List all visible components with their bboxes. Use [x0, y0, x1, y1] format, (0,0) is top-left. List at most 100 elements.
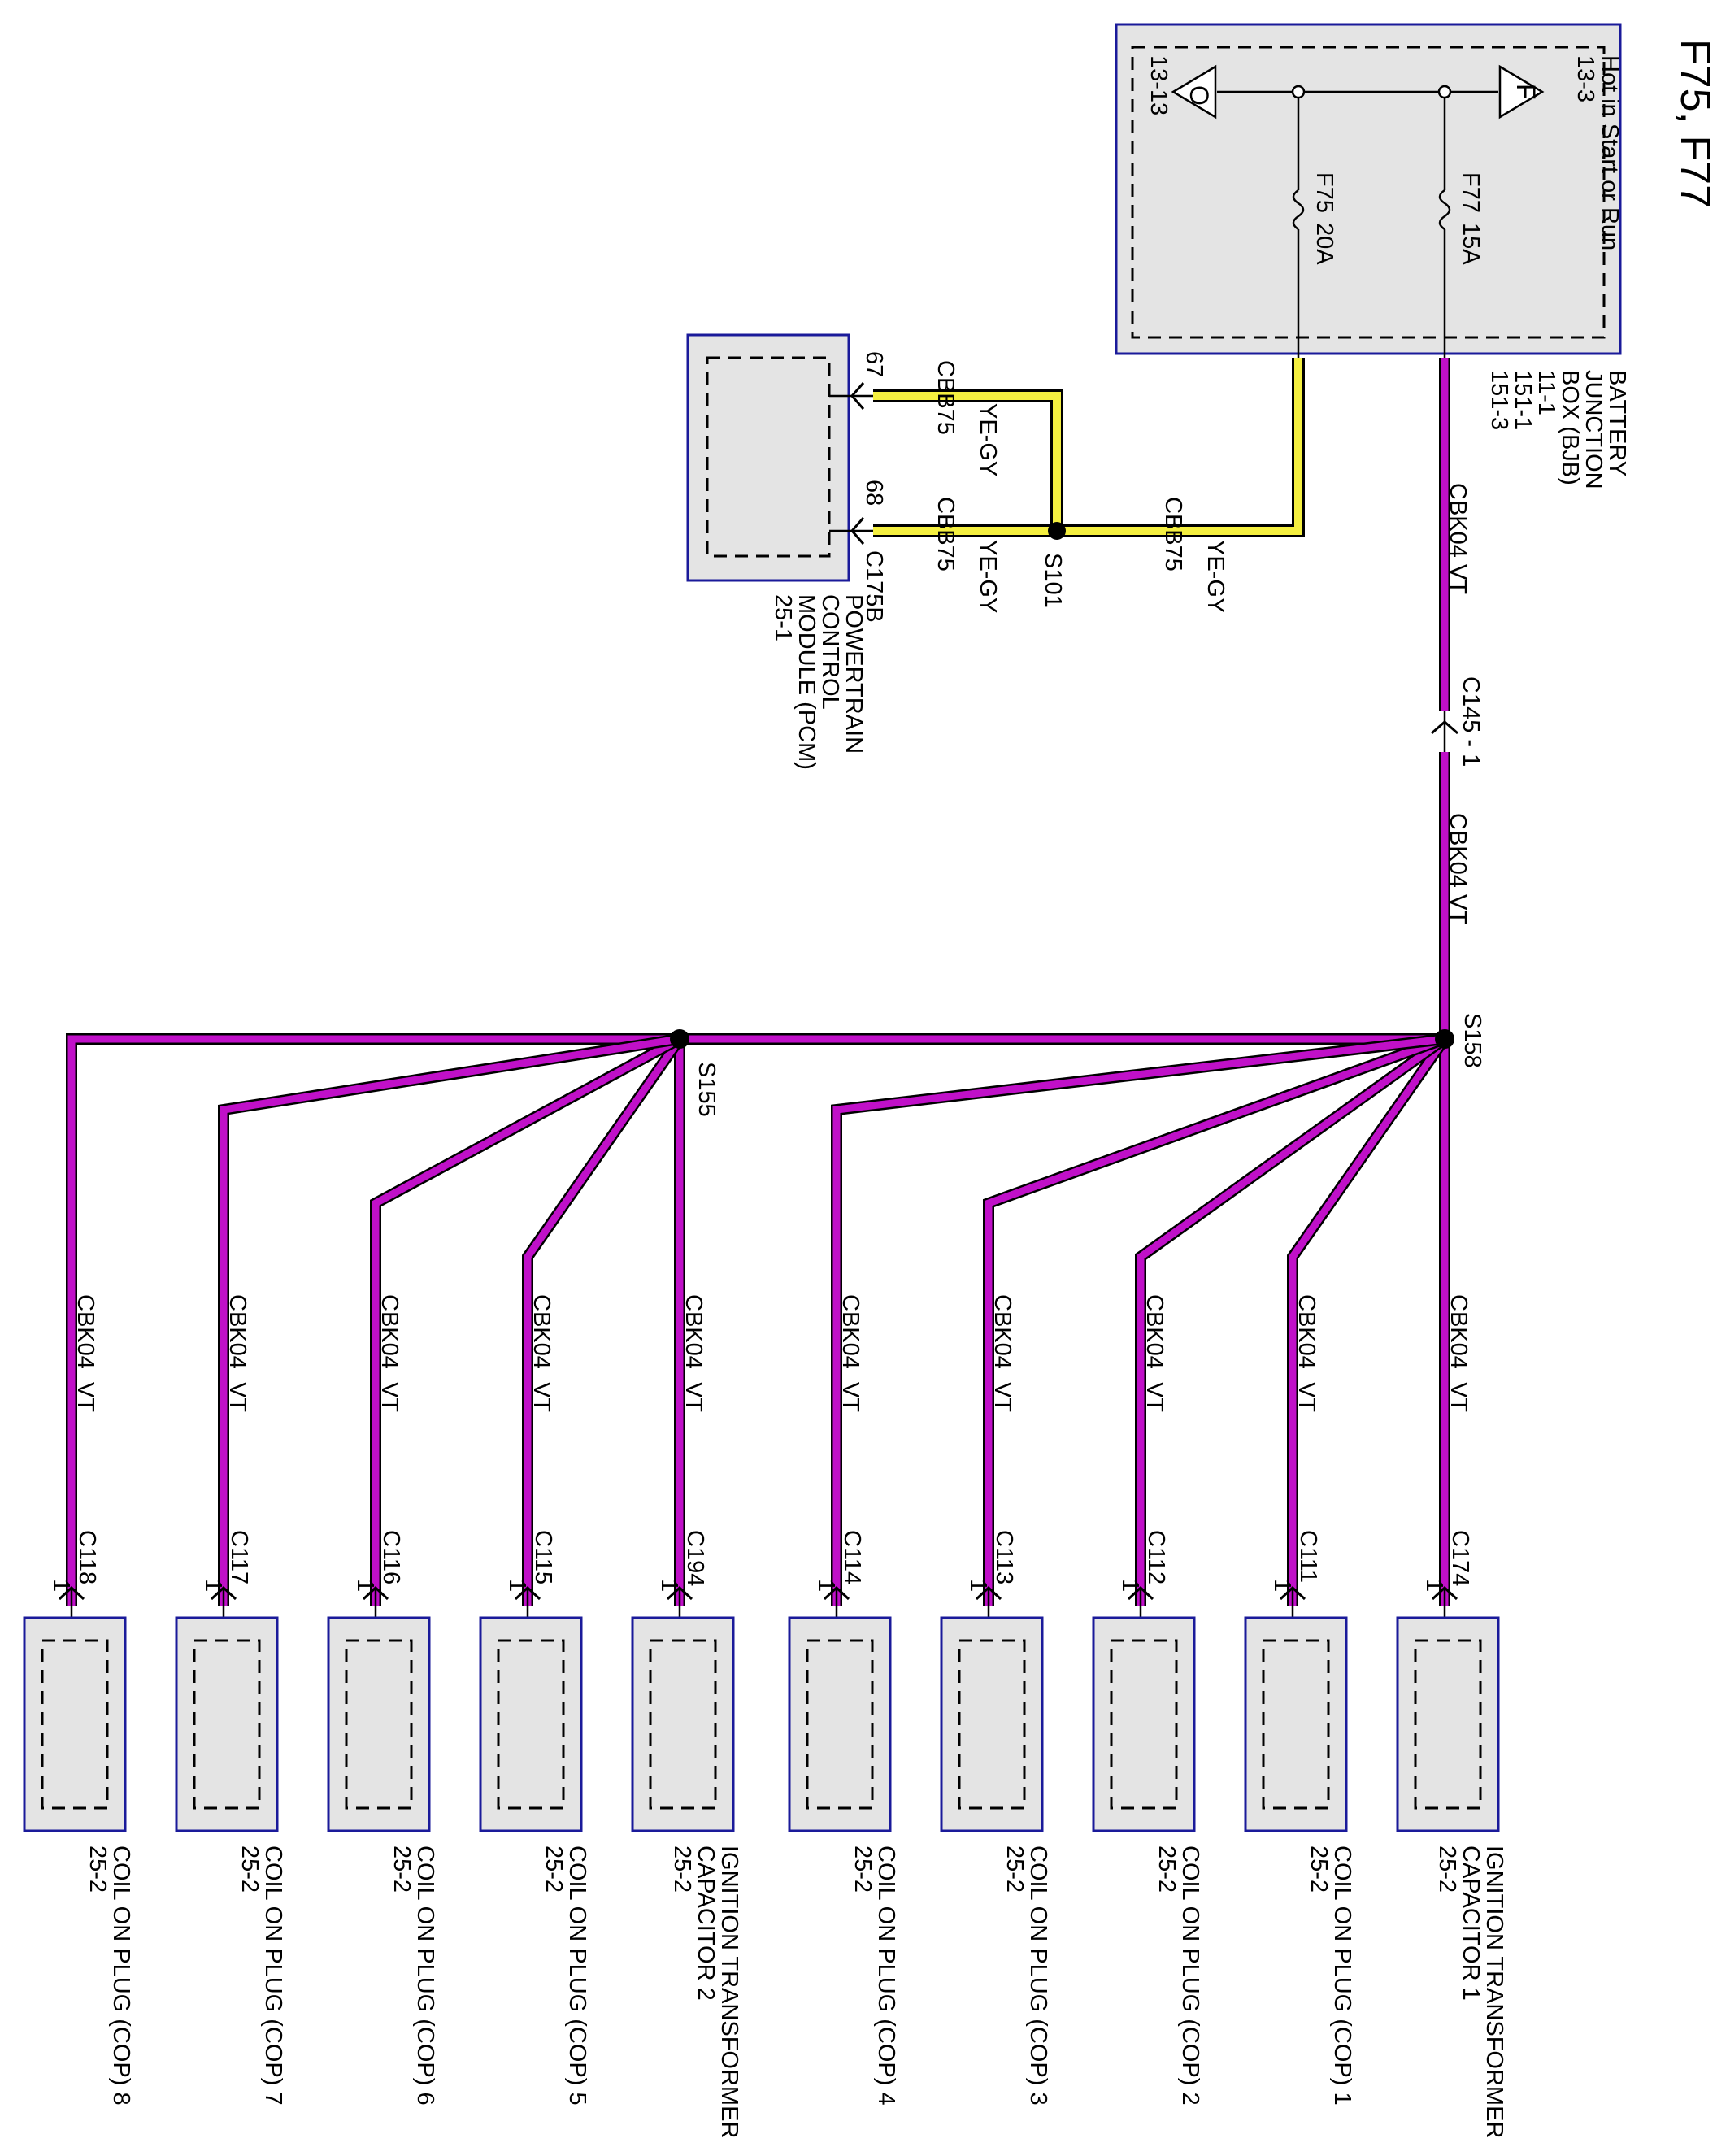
svg-text:151-3: 151-3 [1486, 370, 1512, 430]
load-pin-C174: 1 [1421, 1579, 1447, 1592]
connector-arrow-icon [1127, 1585, 1154, 1601]
load-pin-C118: 1 [48, 1579, 74, 1592]
svg-text:VT: VT [376, 1382, 402, 1412]
load-pin-C111: 1 [1269, 1579, 1295, 1592]
pcm-pin-68: 68 [861, 480, 887, 506]
svg-text:CBK04: CBK04 [224, 1294, 250, 1369]
svg-text:25-2: 25-2 [237, 1845, 263, 1893]
wire-label-feed-a: CBK04 VT [1445, 483, 1471, 594]
load-connector-C115: C115 [530, 1530, 556, 1584]
fuse-f75-name: F75 [1311, 172, 1337, 213]
load-component-box [631, 1616, 735, 1832]
svg-text:VT: VT [1445, 1382, 1471, 1412]
svg-text:IGNITION TRANSFORMER: IGNITION TRANSFORMER [1481, 1845, 1507, 2138]
fuse-f77-icon [1438, 189, 1451, 231]
svg-text:25-2: 25-2 [1434, 1845, 1460, 1893]
svg-text:JUNCTION: JUNCTION [1580, 370, 1606, 489]
fuse-f77-rating: 15A [1458, 223, 1484, 265]
splice-s158-label: S158 [1459, 1013, 1485, 1068]
svg-text:CBK04: CBK04 [680, 1294, 706, 1369]
svg-text:COIL ON PLUG (COP) 4: COIL ON PLUG (COP) 4 [873, 1845, 899, 2106]
battery-junction-box: O F Hot in Start or Run 13-3 13-13 F75 2… [1115, 23, 1623, 358]
connector-arrow-icon [666, 1585, 693, 1601]
ground-triangle-icon [1171, 64, 1217, 120]
wire-cbk04-branch-6 [522, 1035, 685, 1606]
load-label: COIL ON PLUG (COP) 125-2 [1306, 1845, 1355, 2106]
svg-text:VT: VT [1293, 1382, 1319, 1412]
load-label: COIL ON PLUG (COP) 225-2 [1154, 1845, 1203, 2106]
svg-text:11-1: 11-1 [1533, 370, 1559, 415]
o-symbol: O [1185, 85, 1214, 106]
svg-text:CAPACITOR 1: CAPACITOR 1 [1458, 1845, 1484, 2001]
connector-arrow-icon [210, 1585, 237, 1601]
pcm-label: POWERTRAIN CONTROL MODULE (PCM) 25-1 [770, 594, 867, 770]
wire-cbk04-feed [1431, 358, 1458, 1039]
load-pin-C116: 1 [352, 1579, 378, 1592]
svg-text:COIL ON PLUG (COP) 7: COIL ON PLUG (COP) 7 [260, 1845, 286, 2106]
power-triangle-icon [1498, 64, 1545, 120]
load-pin-C114: 1 [813, 1579, 839, 1592]
svg-text:VT: VT [224, 1382, 250, 1412]
pcm-connector: C175B [861, 550, 887, 623]
svg-text:CONTROL: CONTROL [817, 594, 843, 710]
splice-s158 [1435, 1029, 1454, 1049]
load-pin-C194: 1 [656, 1579, 682, 1592]
svg-text:25-2: 25-2 [85, 1845, 111, 1893]
svg-text:CBK04: CBK04 [1445, 813, 1471, 888]
wire-cbk04-branch-1 [1287, 1035, 1450, 1606]
connector-arrow-icon [514, 1585, 541, 1601]
load-connector-C114: C114 [839, 1530, 865, 1584]
connector-arrow-icon [362, 1585, 389, 1601]
svg-text:25-2: 25-2 [541, 1845, 567, 1893]
connector-arrow-icon [975, 1585, 1002, 1601]
load-pin-C113: 1 [965, 1579, 991, 1592]
pcm-pin-68-arrow-icon [850, 517, 865, 545]
svg-text:POWERTRAIN: POWERTRAIN [841, 594, 867, 754]
svg-text:COIL ON PLUG (COP) 2: COIL ON PLUG (COP) 2 [1177, 1845, 1203, 2106]
svg-text:VT: VT [528, 1382, 554, 1412]
pcm-module [686, 333, 854, 582]
load-connector-C113: C113 [991, 1530, 1017, 1584]
diagram-title: F75, F77 [1671, 39, 1717, 208]
fuse-f75-rating: 20A [1311, 223, 1337, 265]
load-connector-C117: C117 [226, 1530, 252, 1584]
svg-text:VT: VT [1445, 894, 1471, 924]
svg-text:25-2: 25-2 [1154, 1845, 1180, 1893]
load-pin-C115: 1 [504, 1579, 530, 1592]
wire-cbb75 [850, 358, 1305, 545]
wire-label-cbb75-a: CBB75 [932, 360, 958, 435]
svg-text:CBK04: CBK04 [1445, 1294, 1471, 1369]
load-pin-C117: 1 [200, 1579, 226, 1592]
wire-cbk04-branch-2 [1135, 1034, 1449, 1606]
load-connector-C118: C118 [74, 1530, 100, 1584]
wire-label-cbb75-c: CBB75 [1160, 497, 1186, 572]
wire-cbk04-bus [66, 1033, 1445, 1606]
svg-text:CBK04: CBK04 [989, 1294, 1015, 1369]
svg-text:CBK04: CBK04 [837, 1294, 863, 1369]
svg-text:25-1: 25-1 [770, 594, 796, 641]
svg-text:25-2: 25-2 [850, 1845, 876, 1893]
splice-s155-label: S155 [693, 1062, 719, 1117]
svg-text:CAPACITOR 2: CAPACITOR 2 [693, 1845, 719, 2001]
svg-text:CBK04: CBK04 [1141, 1294, 1167, 1369]
load-connector-C116: C116 [378, 1530, 404, 1584]
load-connector-C112: C112 [1143, 1530, 1169, 1584]
load-connector-C174: C174 [1447, 1530, 1473, 1586]
svg-text:COIL ON PLUG (COP) 1: COIL ON PLUG (COP) 1 [1329, 1845, 1355, 2106]
svg-text:BOX (BJB): BOX (BJB) [1557, 370, 1583, 485]
load-label: COIL ON PLUG (COP) 725-2 [237, 1845, 286, 2106]
svg-text:25-2: 25-2 [389, 1845, 415, 1893]
svg-text:CBK04: CBK04 [72, 1294, 98, 1369]
svg-text:VT: VT [1141, 1382, 1167, 1412]
svg-text:VT: VT [1445, 564, 1471, 594]
svg-text:CBK04: CBK04 [1445, 483, 1471, 558]
bjb-hot-ref: 13-3 [1572, 55, 1598, 102]
load-label: COIL ON PLUG (COP) 525-2 [541, 1845, 590, 2106]
pcm-pin-67: 67 [861, 351, 887, 377]
